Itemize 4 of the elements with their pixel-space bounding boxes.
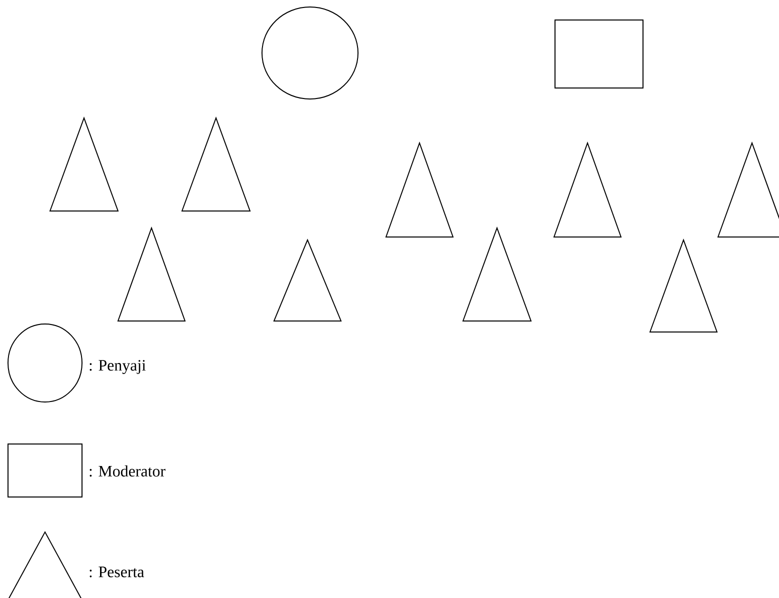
- circle-symbol: [262, 6, 358, 100]
- box-symbol: [554, 20, 644, 88]
- legend-item: : Penyaji: [8, 324, 146, 402]
- legend-item: : Moderator: [8, 444, 166, 498]
